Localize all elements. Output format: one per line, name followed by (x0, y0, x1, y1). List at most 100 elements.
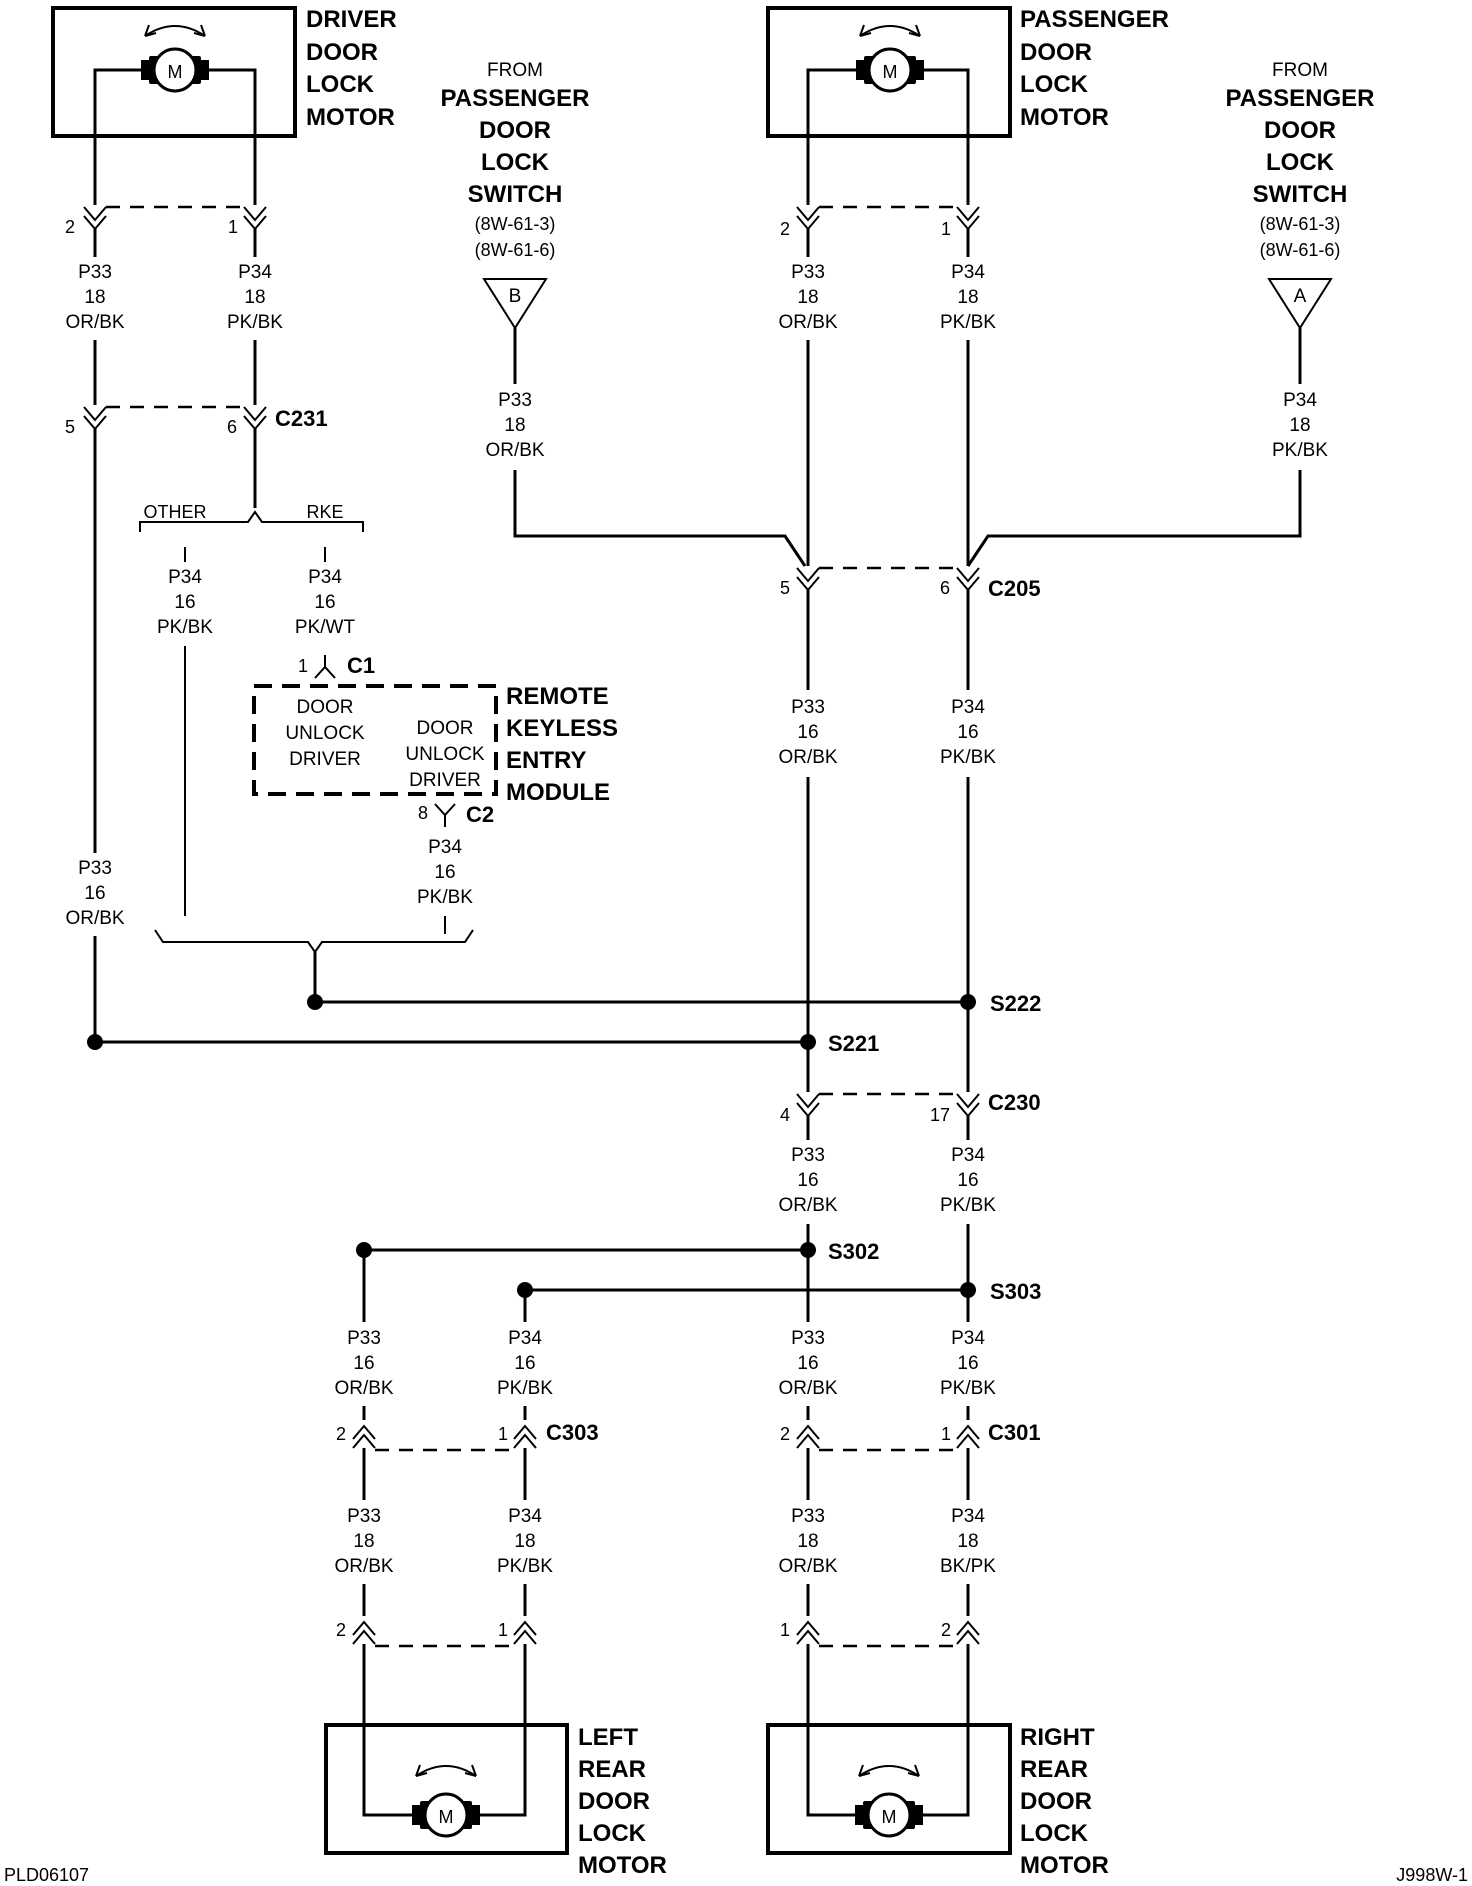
svg-text:18: 18 (797, 1531, 818, 1552)
svg-text:P33: P33 (791, 1506, 825, 1527)
driver-motor-label-2: DOOR (306, 39, 378, 66)
svg-text:PK/BK: PK/BK (940, 747, 996, 768)
svg-text:DOOR: DOOR (578, 1788, 650, 1815)
svg-text:P33: P33 (791, 1145, 825, 1166)
pin-label: 1 (228, 217, 238, 237)
pin-label: 5 (65, 417, 75, 437)
connector-c303: C303 (546, 1420, 599, 1445)
svg-text:18: 18 (84, 287, 105, 308)
motor-symbol: M (882, 1807, 897, 1827)
pin-label: 2 (65, 217, 75, 237)
svg-text:REAR: REAR (1020, 1756, 1088, 1783)
wire-label-pass-p34: P34 18 PK/BK (940, 262, 996, 333)
svg-text:P33: P33 (78, 858, 112, 879)
option-other-label: OTHER (144, 502, 207, 522)
wire-label-pass-p33: P33 18 OR/BK (778, 262, 837, 333)
svg-text:UNLOCK: UNLOCK (285, 723, 365, 744)
svg-text:KEYLESS: KEYLESS (506, 715, 618, 742)
svg-text:18: 18 (797, 287, 818, 308)
svg-text:LOCK: LOCK (1020, 71, 1089, 98)
connector-c231: C231 (275, 406, 328, 431)
svg-text:P34: P34 (508, 1506, 542, 1527)
svg-text:18: 18 (957, 1531, 978, 1552)
svg-text:P34: P34 (951, 1145, 985, 1166)
wire-label-rr-p34-18: P34 18 BK/PK (940, 1506, 996, 1577)
svg-text:16: 16 (957, 722, 978, 743)
wire-label-other-p34: P34 16 PK/BK (157, 567, 213, 638)
svg-text:PK/WT: PK/WT (295, 617, 356, 638)
splice-s221: S221 (828, 1031, 879, 1056)
svg-text:OR/BK: OR/BK (778, 312, 837, 333)
svg-text:LOCK: LOCK (1266, 149, 1335, 176)
wire-label-c205-p34: P34 16 PK/BK (940, 697, 996, 768)
svg-text:OR/BK: OR/BK (65, 908, 124, 929)
wire-label-switch-a-p34: P34 18 PK/BK (1272, 390, 1328, 461)
svg-text:DOOR: DOOR (1264, 117, 1336, 144)
option-rke-label: RKE (306, 502, 343, 522)
svg-text:16: 16 (514, 1353, 535, 1374)
svg-text:MODULE: MODULE (506, 779, 610, 806)
svg-text:18: 18 (353, 1531, 374, 1552)
svg-text:P34: P34 (951, 697, 985, 718)
connector-c1: C1 (347, 653, 375, 678)
svg-text:16: 16 (957, 1353, 978, 1374)
svg-text:PASSENGER: PASSENGER (441, 85, 590, 112)
splice-s302: S302 (828, 1239, 879, 1264)
svg-text:P34: P34 (951, 262, 985, 283)
svg-text:DOOR: DOOR (297, 697, 354, 718)
connector-c230: C230 (988, 1090, 1041, 1115)
pin-label: 1 (941, 1424, 951, 1444)
svg-text:18: 18 (1289, 415, 1310, 436)
from-passenger-switch-b: FROM PASSENGER DOOR LOCK SWITCH (8W-61-3… (441, 60, 590, 330)
svg-text:MOTOR: MOTOR (1020, 1852, 1109, 1879)
svg-text:P34: P34 (308, 567, 342, 588)
pin-label: 4 (780, 1105, 790, 1125)
driver-motor-label-4: MOTOR (306, 104, 395, 131)
pin-label: 6 (227, 417, 237, 437)
svg-text:P33: P33 (791, 1328, 825, 1349)
svg-text:OR/BK: OR/BK (334, 1556, 393, 1577)
wire-label-switch-b-p33: P33 18 OR/BK (485, 390, 544, 461)
svg-text:P34: P34 (1283, 390, 1317, 411)
svg-text:16: 16 (174, 592, 195, 613)
svg-text:FROM: FROM (487, 60, 543, 81)
pin-label: 2 (780, 1424, 790, 1444)
svg-text:PASSENGER: PASSENGER (1020, 6, 1169, 33)
wire-label-c205-p33: P33 16 OR/BK (778, 697, 837, 768)
pin-label: 2 (780, 219, 790, 239)
svg-text:LOCK: LOCK (578, 1820, 647, 1847)
svg-text:(8W-61-6): (8W-61-6) (1260, 240, 1341, 260)
svg-text:16: 16 (797, 722, 818, 743)
svg-text:OR/BK: OR/BK (485, 440, 544, 461)
svg-text:PK/BK: PK/BK (940, 312, 996, 333)
svg-text:REAR: REAR (578, 1756, 646, 1783)
pin-label: 1 (780, 1620, 790, 1640)
svg-text:OR/BK: OR/BK (778, 747, 837, 768)
wire-label-rr-p33-16: P33 16 OR/BK (778, 1328, 837, 1399)
pin-label: 1 (298, 656, 308, 676)
pin-label: 2 (941, 1620, 951, 1640)
motor-symbol: M (883, 62, 898, 82)
svg-text:OR/BK: OR/BK (65, 312, 124, 333)
svg-text:B: B (509, 286, 522, 307)
svg-text:PK/BK: PK/BK (1272, 440, 1328, 461)
pin-label: 5 (780, 578, 790, 598)
svg-text:ENTRY: ENTRY (506, 747, 586, 774)
svg-text:UNLOCK: UNLOCK (405, 744, 485, 765)
wire-label-c230-p34: P34 16 PK/BK (940, 1145, 996, 1216)
svg-text:16: 16 (797, 1353, 818, 1374)
pin-label: 2 (336, 1424, 346, 1444)
svg-text:16: 16 (797, 1170, 818, 1191)
wire-label-c230-p33: P33 16 OR/BK (778, 1145, 837, 1216)
pin-label: 6 (940, 578, 950, 598)
svg-text:A: A (1294, 286, 1307, 307)
wire-label-lr-p33-16: P33 16 OR/BK (334, 1328, 393, 1399)
wire-label-lr-p34-18: P34 18 PK/BK (497, 1506, 553, 1577)
svg-text:BK/PK: BK/PK (940, 1556, 996, 1577)
left-rear-door-lock-motor: M LEFT REAR DOOR LOCK MOTOR (324, 1723, 667, 1879)
wire-label-lr-p33-18: P33 18 OR/BK (334, 1506, 393, 1577)
right-rear-door-lock-motor: M RIGHT REAR DOOR LOCK MOTOR (766, 1723, 1109, 1879)
svg-text:DRIVER: DRIVER (289, 749, 361, 770)
wire-label-rke-p34: P34 16 PK/WT (295, 567, 356, 638)
